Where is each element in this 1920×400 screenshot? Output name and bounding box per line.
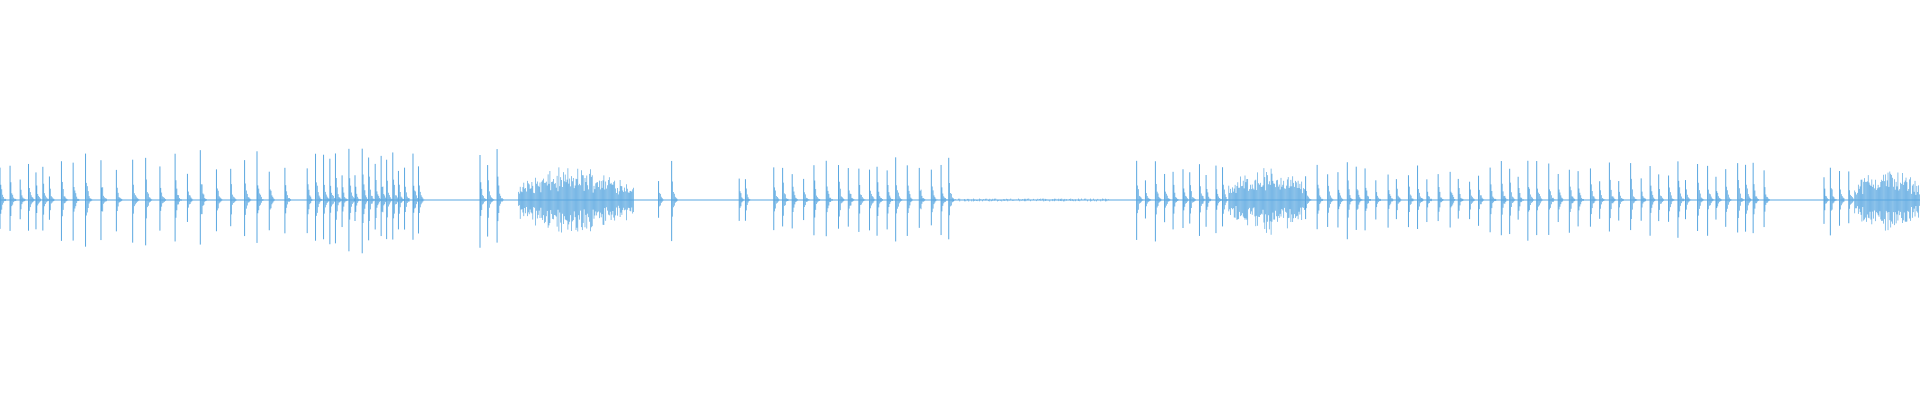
waveform-samples — [0, 148, 1920, 254]
